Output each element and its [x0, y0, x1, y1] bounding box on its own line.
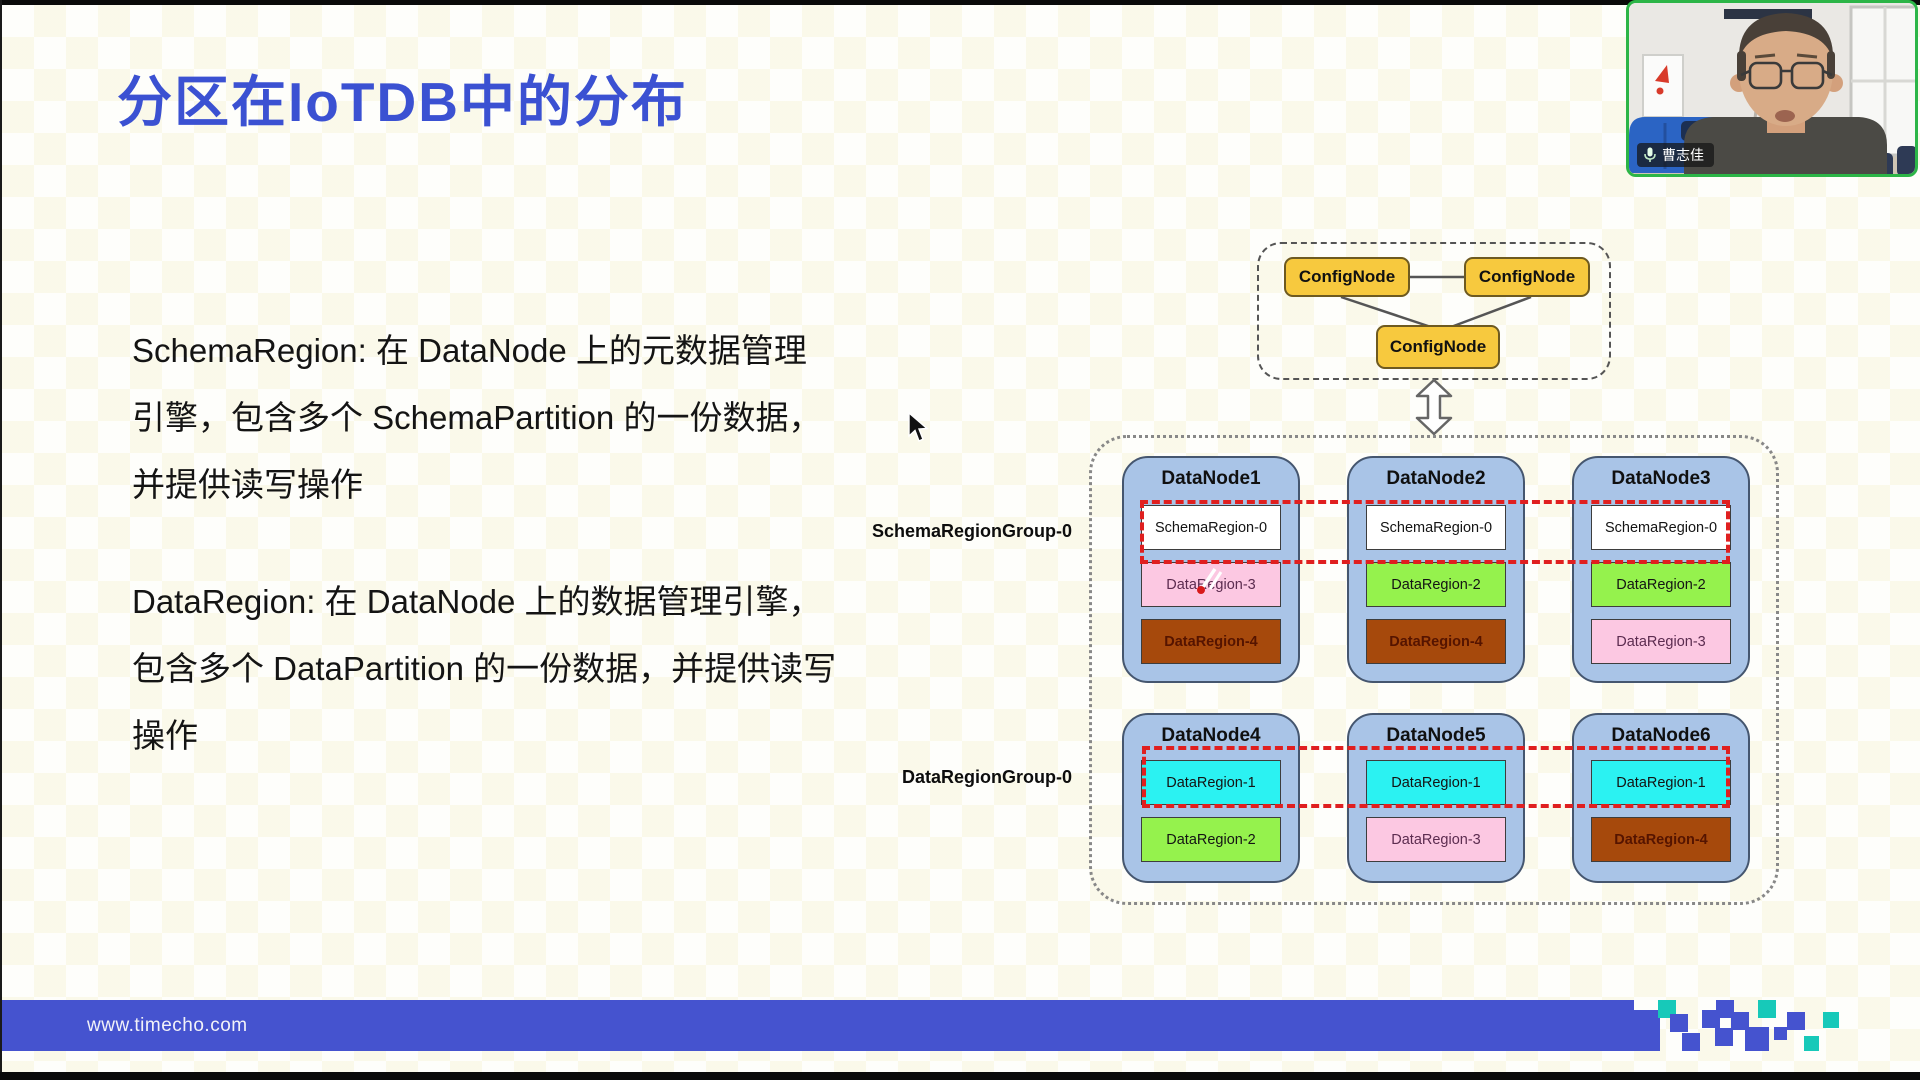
pixel-blue	[1670, 1014, 1688, 1032]
pixel-blue	[1774, 1027, 1787, 1040]
region-box: DataRegion-1	[1366, 760, 1506, 805]
region-box: DataRegion-3	[1591, 619, 1731, 664]
pixel-teal	[1804, 1036, 1819, 1051]
pixel-blue	[1731, 1012, 1749, 1030]
datanode-title: DataNode4	[1161, 725, 1261, 746]
datanode-title: DataNode3	[1611, 468, 1711, 489]
microphone-icon	[1644, 147, 1656, 162]
letterbox-top	[0, 0, 1920, 5]
datanode3-box: DataNode3 SchemaRegion-0 DataRegion-2 Da…	[1572, 456, 1750, 683]
pixel-teal	[1758, 1000, 1776, 1018]
region-box: DataRegion-3	[1366, 817, 1506, 862]
datanode6-box: DataNode6 DataRegion-1 DataRegion-4	[1572, 713, 1750, 883]
region-box: DataRegion-2	[1366, 562, 1506, 607]
confignode-cluster: ConfigNode ConfigNode ConfigNode	[1257, 242, 1611, 380]
pixel-blue	[1715, 1028, 1733, 1046]
pixel-blue	[1716, 1000, 1734, 1018]
datanode2-box: DataNode2 SchemaRegion-0 DataRegion-2 Da…	[1347, 456, 1525, 683]
laser-pointer-mark	[1197, 568, 1223, 594]
region-box: DataRegion-3	[1141, 562, 1281, 607]
footer-url: www.timecho.com	[87, 1015, 248, 1036]
webcam-video[interactable]: 曹志佳	[1626, 0, 1918, 177]
datanode-title: DataNode5	[1386, 725, 1486, 746]
confignode-connector-lines	[1340, 275, 1532, 329]
region-box: DataRegion-1	[1591, 760, 1731, 805]
region-box: DataRegion-2	[1141, 817, 1281, 862]
letterbox-left	[0, 0, 2, 1072]
pixel-blue	[1682, 1033, 1700, 1051]
region-box: SchemaRegion-0	[1366, 505, 1506, 550]
pixel-teal	[1658, 1000, 1676, 1018]
datanode-cluster	[1089, 435, 1779, 905]
datanode-title: DataNode1	[1161, 468, 1261, 489]
region-box: DataRegion-2	[1591, 562, 1731, 607]
letterbox-bottom	[0, 1072, 1920, 1080]
pixel-blue	[1787, 1012, 1805, 1030]
datanode-title: DataNode2	[1386, 468, 1486, 489]
datanode-title: DataNode6	[1611, 725, 1711, 746]
footer-bar: www.timecho.com	[2, 1000, 1634, 1051]
region-box: DataRegion-4	[1141, 619, 1281, 664]
footer-pixel-decoration	[1632, 1010, 1660, 1051]
confignode-box: ConfigNode	[1376, 325, 1500, 369]
schema-region-group-label: SchemaRegionGroup-0	[871, 521, 1072, 541]
dataregion-paragraph: DataRegion: 在 DataNode 上的数据管理引擎，包含多个 Dat…	[132, 583, 837, 754]
region-box: SchemaRegion-0	[1141, 505, 1281, 550]
datanode1-box: DataNode1 SchemaRegion-0 DataRegion-3 Da…	[1122, 456, 1300, 683]
double-arrow-icon	[1415, 379, 1453, 435]
schemaregion-paragraph: SchemaRegion: 在 DataNode 上的元数据管理引擎，包含多个 …	[132, 332, 822, 503]
datanode4-box: DataNode4 DataRegion-1 DataRegion-2	[1122, 713, 1300, 883]
pixel-teal	[1823, 1012, 1839, 1028]
speaker-name: 曹志佳	[1662, 147, 1704, 163]
region-box: DataRegion-1	[1141, 760, 1281, 805]
region-box: DataRegion-4	[1591, 817, 1731, 862]
slide-canvas: 分区在IoTDB中的分布 SchemaRegion: 在 DataNode 上的…	[2, 5, 1920, 1072]
pixel-blue	[1745, 1027, 1769, 1051]
pixel-blue	[1702, 1010, 1720, 1028]
mouse-cursor-icon	[908, 412, 929, 442]
confignode-box: ConfigNode	[1464, 257, 1590, 297]
datanode5-box: DataNode5 DataRegion-1 DataRegion-3	[1347, 713, 1525, 883]
slide-title: 分区在IoTDB中的分布	[117, 71, 688, 133]
data-region-group-label: DataRegionGroup-0	[901, 767, 1072, 787]
confignode-box: ConfigNode	[1284, 257, 1410, 297]
webcam-scene	[1629, 3, 1915, 174]
region-box: DataRegion-4	[1366, 619, 1506, 664]
region-box: SchemaRegion-0	[1591, 505, 1731, 550]
speaker-nametag: 曹志佳	[1637, 143, 1714, 167]
